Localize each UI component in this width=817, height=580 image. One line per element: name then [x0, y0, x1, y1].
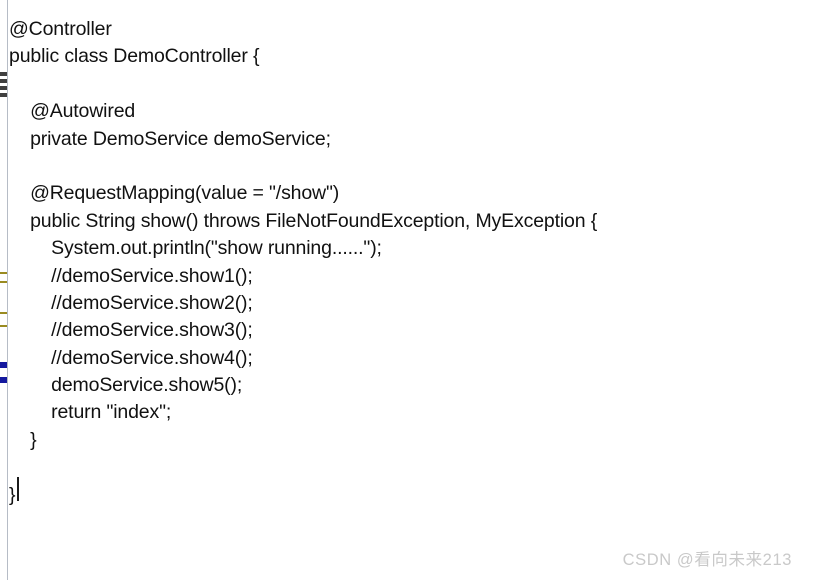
gutter-divider: [7, 0, 8, 580]
code-line[interactable]: //demoService.show4();: [9, 346, 253, 369]
code-line[interactable]: //demoService.show1();: [9, 264, 253, 287]
code-line[interactable]: [9, 153, 809, 180]
search-mark-olive-2: [0, 281, 7, 283]
change-mark-dark-2: [0, 79, 7, 83]
code-line[interactable]: }: [9, 428, 37, 451]
code-line[interactable]: public String show() throws FileNotFound…: [9, 209, 598, 232]
change-mark-dark-3: [0, 86, 7, 90]
code-line[interactable]: [9, 71, 809, 98]
code-content[interactable]: @Controller public class DemoController {…: [9, 16, 809, 509]
search-mark-olive-3: [0, 312, 7, 314]
text-caret: [17, 477, 19, 501]
editor-gutter[interactable]: [0, 0, 8, 580]
change-mark-dark-4: [0, 93, 7, 97]
code-line[interactable]: demoService.show5();: [9, 374, 243, 397]
code-line[interactable]: return "index";: [9, 401, 172, 424]
code-line[interactable]: System.out.println("show running......")…: [9, 237, 382, 260]
code-line[interactable]: [9, 454, 809, 481]
csdn-watermark: CSDN @看向未来213: [622, 551, 792, 569]
code-line[interactable]: }: [9, 483, 16, 506]
code-line[interactable]: @Controller: [9, 18, 112, 40]
error-mark-blue-2: [0, 377, 7, 383]
code-line[interactable]: @Autowired: [9, 100, 136, 123]
code-line[interactable]: //demoService.show3();: [9, 319, 253, 342]
code-line[interactable]: private DemoService demoService;: [9, 127, 331, 150]
error-mark-blue-1: [0, 362, 7, 368]
code-line[interactable]: //demoService.show2();: [9, 291, 253, 314]
search-mark-olive-1: [0, 272, 7, 274]
code-line[interactable]: public class DemoController {: [9, 45, 260, 68]
change-mark-dark-1: [0, 72, 7, 76]
code-line[interactable]: @RequestMapping(value = "/show"): [9, 182, 340, 205]
search-mark-olive-4: [0, 325, 7, 327]
